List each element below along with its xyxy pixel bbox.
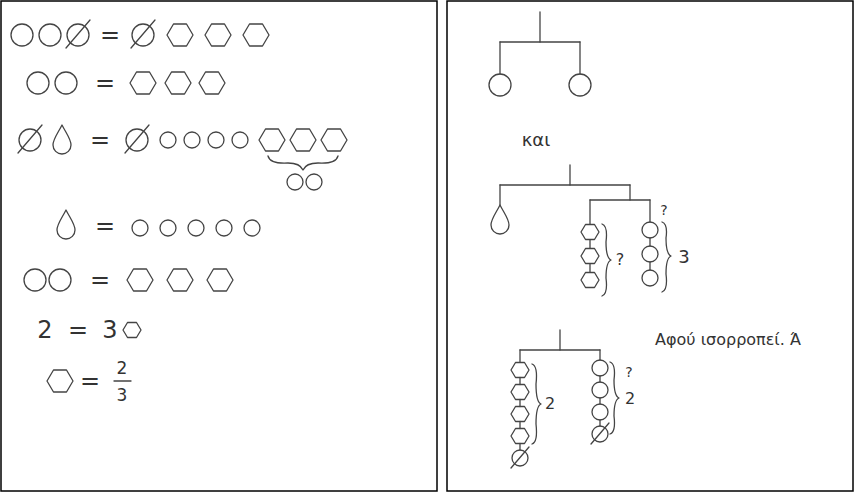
handwritten-label: 3 xyxy=(117,387,128,404)
handwritten-label: 2 xyxy=(117,360,128,377)
handwritten-label: ? xyxy=(616,252,625,268)
handwritten-label: = xyxy=(100,23,120,47)
handwritten-label: 2 xyxy=(37,318,52,342)
handwritten-label: ? xyxy=(660,203,667,217)
handwritten-label: ? xyxy=(625,365,632,379)
handwritten-label: = xyxy=(80,369,100,393)
handwritten-label: = xyxy=(68,318,88,342)
handwritten-label: 3 xyxy=(678,248,689,266)
handwritten-label: 3 xyxy=(102,318,117,342)
handwritten-label: = xyxy=(95,71,115,95)
handwritten-label: 2 xyxy=(545,396,555,412)
handwritten-label: 2 xyxy=(625,391,635,407)
handwritten-label: = xyxy=(90,128,110,152)
handwritten-label: = xyxy=(95,214,115,238)
handwritten-label: = xyxy=(90,268,110,292)
handwritten-label: και xyxy=(522,131,551,149)
handwritten-label: Αφού ισορροπεί. Ά xyxy=(655,332,801,348)
